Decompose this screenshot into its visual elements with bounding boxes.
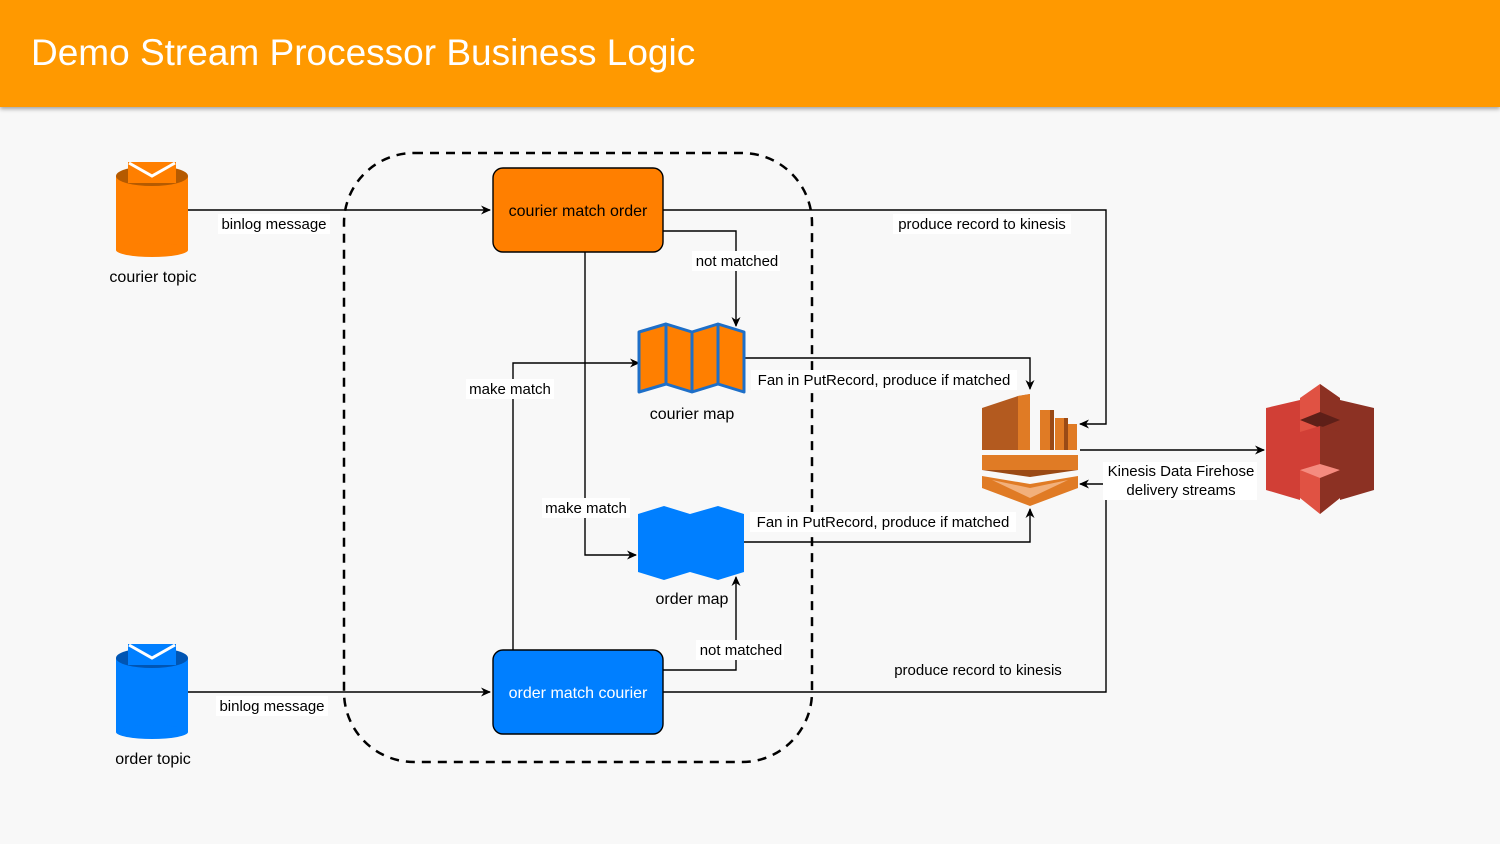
- s3-bucket-icon: [1266, 384, 1374, 514]
- edge-not-matched-top: [663, 230, 741, 327]
- edge-make-match-center: [584, 252, 637, 560]
- edge-make-match-left: [512, 358, 640, 650]
- order-match-courier-label: order match courier: [509, 685, 648, 702]
- edge-labels: binlog message binlog message produce re…: [216, 214, 1071, 716]
- kinesis-label-line2: delivery streams: [1126, 482, 1235, 499]
- make-match-center: make match: [545, 500, 627, 517]
- produce-record-top: produce record to kinesis: [898, 216, 1066, 233]
- edge-fan-in-order: [744, 508, 1035, 543]
- kinesis-firehose-icon: [982, 394, 1078, 506]
- fan-in-courier: Fan in PutRecord, produce if matched: [758, 372, 1011, 389]
- edge-produce-top: [663, 209, 1107, 429]
- page-title: Demo Stream Processor Business Logic: [31, 32, 696, 73]
- order-topic-label: order topic: [115, 751, 191, 768]
- order-match-courier-node[interactable]: order match courier: [492, 649, 664, 735]
- kinesis-label-line1: Kinesis Data Firehose: [1108, 463, 1255, 480]
- courier-topic-icon: [116, 161, 188, 257]
- courier-map-icon: [637, 322, 746, 394]
- edge-not-matched-bottom: [663, 576, 741, 671]
- courier-match-order-node[interactable]: courier match order: [492, 167, 664, 253]
- not-matched-top: not matched: [696, 253, 779, 270]
- kinesis-label-bg: [1103, 462, 1257, 500]
- edge-fan-in-courier: [744, 357, 1035, 390]
- courier-map-label: courier map: [650, 406, 735, 423]
- header-bar: Demo Stream Processor Business Logic: [0, 0, 1500, 107]
- fan-in-order: Fan in PutRecord, produce if matched: [757, 514, 1010, 531]
- binlog-message-courier: binlog message: [221, 216, 326, 233]
- order-map-label: order map: [656, 591, 729, 608]
- edge-produce-bottom: [663, 499, 1107, 693]
- make-match-left: make match: [469, 381, 551, 398]
- courier-topic-label: courier topic: [109, 269, 196, 286]
- courier-match-order-label: courier match order: [509, 203, 648, 220]
- order-map-icon: [638, 506, 744, 580]
- not-matched-bottom: not matched: [700, 642, 783, 659]
- processor-boundary: [342, 151, 814, 764]
- order-topic-icon: [116, 643, 188, 739]
- produce-record-bottom: produce record to kinesis: [894, 662, 1062, 679]
- connectors: [187, 205, 1265, 697]
- binlog-message-order: binlog message: [219, 698, 324, 715]
